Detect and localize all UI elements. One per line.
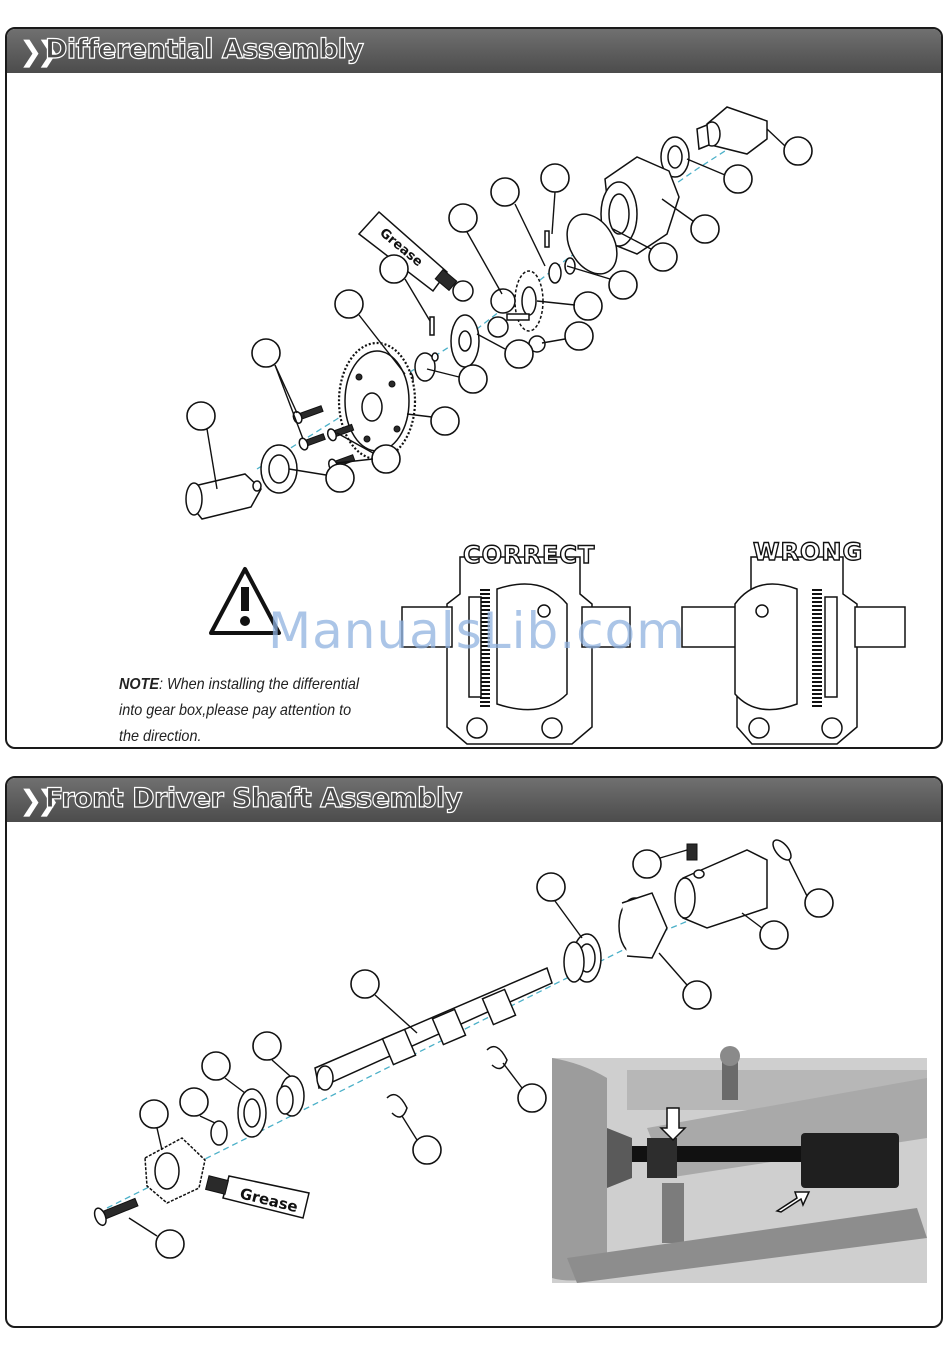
driver-shaft-exploded-diagram: Grease xyxy=(7,778,941,1326)
washer xyxy=(549,263,561,283)
bushing xyxy=(277,1076,304,1116)
grease-tube-icon: Grease xyxy=(206,1176,309,1218)
gearbox-wrong-diagram xyxy=(682,557,905,744)
pin xyxy=(430,317,434,335)
front-driver-shaft-panel: ❯❯ Front Driver Shaft Assembly xyxy=(5,776,943,1328)
wrong-label: WRONG xyxy=(753,538,863,566)
outdrive-cup-right xyxy=(697,107,767,154)
correct-label: CORRECT xyxy=(463,541,595,569)
installation-note: NOTE: When installing the differential i… xyxy=(119,672,362,749)
note-label: NOTE xyxy=(119,676,159,693)
shim xyxy=(770,837,795,863)
screw xyxy=(92,1194,140,1227)
washer xyxy=(432,353,438,361)
shim xyxy=(211,1121,227,1145)
installed-assembly-photo xyxy=(552,1046,927,1283)
watermark: ManualsLib.com xyxy=(268,602,686,660)
bevel-gear-left xyxy=(451,315,479,367)
e-clip xyxy=(387,1095,407,1117)
pinion-gear xyxy=(145,1138,205,1203)
outdrive-cup xyxy=(675,844,767,928)
grease-tube-icon: Grease xyxy=(359,212,457,291)
pin xyxy=(545,231,549,247)
collar xyxy=(619,893,667,958)
outdrive-cup-left xyxy=(186,474,261,519)
washer xyxy=(565,258,575,274)
bearing xyxy=(564,934,601,982)
bevel-gear-small xyxy=(453,281,473,301)
bearing xyxy=(238,1089,266,1137)
ring-gear xyxy=(339,343,415,459)
